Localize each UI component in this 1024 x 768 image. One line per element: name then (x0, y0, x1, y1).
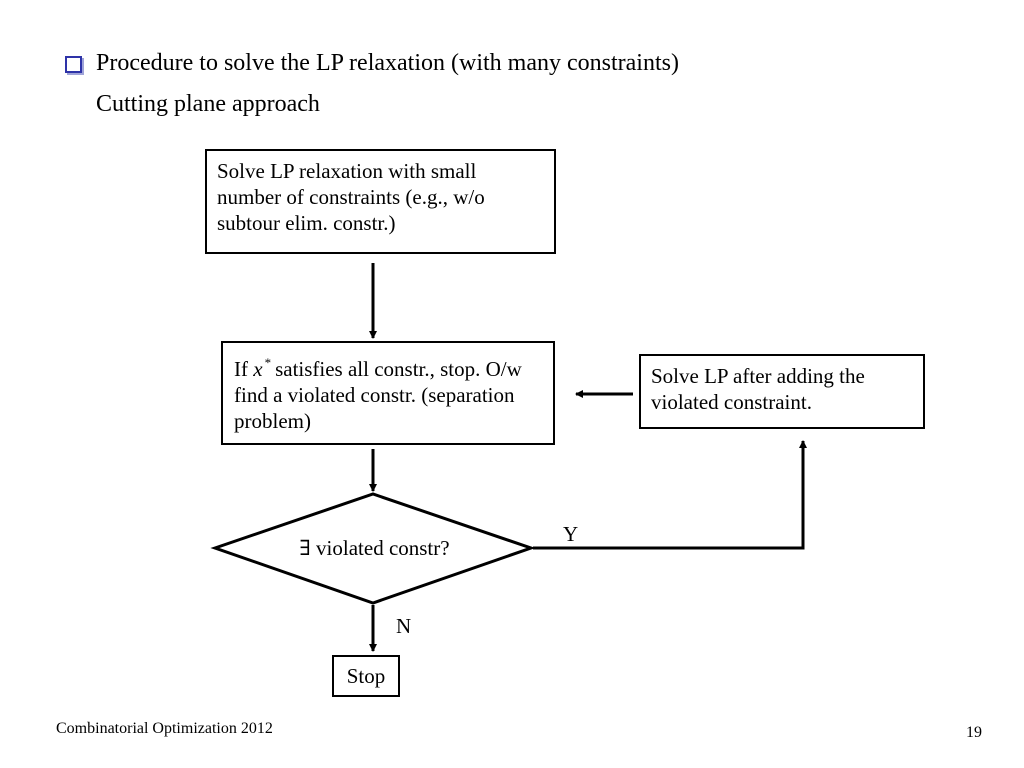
slide-heading: Procedure to solve the LP relaxation (wi… (96, 50, 679, 76)
decision-label: ∃ violated constr? (299, 536, 450, 560)
x-star-variable: x (253, 357, 263, 381)
footer-page-number: 19 (966, 724, 982, 741)
node-stop-text: Stop (346, 664, 386, 688)
node-check-violation: If x*satisfies all constr., stop. O/w fi… (221, 341, 555, 445)
footer-course-title: Combinatorial Optimization 2012 (56, 720, 273, 737)
node-solve-lp-small-text: Solve LP relaxation with small number of… (217, 159, 485, 235)
node-check-prefix: If (234, 357, 248, 381)
bullet-checkbox-icon (65, 56, 82, 73)
node-check-suffix: satisfies all constr., stop. O/w find a … (234, 357, 522, 433)
decision-diamond (210, 492, 536, 605)
edge-label-yes: Y (563, 522, 579, 546)
node-stop: Stop (332, 655, 400, 697)
node-resolve-lp-text: Solve LP after adding the violated const… (651, 364, 865, 414)
node-resolve-lp: Solve LP after adding the violated const… (639, 354, 925, 429)
arrow-decision-yes-to-resolve (533, 440, 807, 550)
x-star-superscript: * (264, 355, 272, 370)
edge-label-no: N (396, 614, 412, 638)
node-solve-lp-small: Solve LP relaxation with small number of… (205, 149, 556, 254)
slide-subheading: Cutting plane approach (96, 91, 320, 117)
